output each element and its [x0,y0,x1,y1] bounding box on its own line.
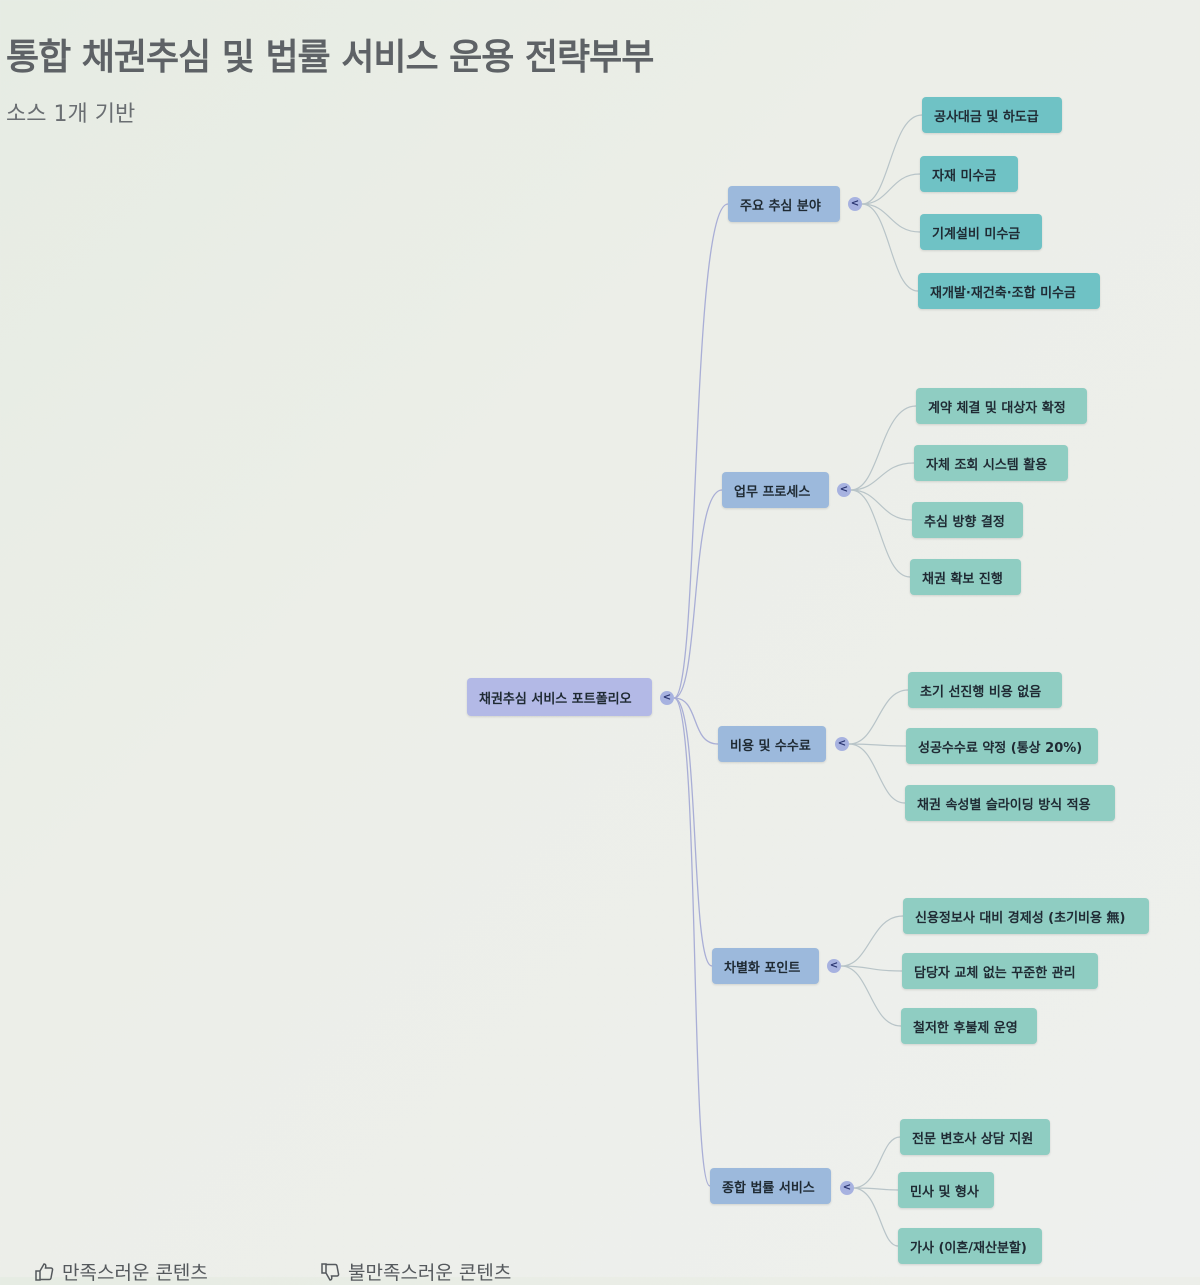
leaf-node[interactable]: 채권 확보 진행 [910,559,1021,595]
root-node[interactable]: 채권추심 서비스 포트폴리오 [467,678,652,716]
collapse-icon[interactable]: < [837,483,851,497]
leaf-label: 자체 조회 시스템 활용 [926,457,1048,473]
leaf-node[interactable]: 민사 및 형사 [898,1172,994,1208]
collapse-icon[interactable]: < [840,1181,854,1195]
branch-node-process[interactable]: 업무 프로세스 [722,472,829,508]
leaf-node[interactable]: 철저한 후불제 운영 [901,1008,1037,1044]
leaf-node[interactable]: 채권 속성별 슬라이딩 방식 적용 [905,785,1115,821]
leaf-label: 성공수수료 약정 (통상 20%) [918,740,1083,756]
leaf-label: 공사대금 및 하도급 [934,109,1039,125]
leaf-node[interactable]: 초기 선진행 비용 없음 [908,672,1062,708]
branch-label: 비용 및 수수료 [730,738,811,754]
leaf-label: 재개발·재건축·조합 미수금 [930,285,1076,301]
thumbs-down-icon [321,1262,340,1281]
leaf-node[interactable]: 재개발·재건축·조합 미수금 [918,273,1100,309]
collapse-icon[interactable]: < [848,197,862,211]
branch-node-collection-areas[interactable]: 주요 추심 분야 [728,186,840,222]
feedback-bar: 만족스러운 콘텐츠 불만족스러운 콘텐츠 [0,1248,1200,1284]
leaf-label: 추심 방향 결정 [924,514,1005,530]
leaf-label: 기계설비 미수금 [932,226,1021,242]
good-content-button[interactable]: 만족스러운 콘텐츠 [34,1258,208,1285]
good-content-label: 만족스러운 콘텐츠 [62,1262,208,1284]
leaf-node[interactable]: 성공수수료 약정 (통상 20%) [906,728,1098,764]
leaf-label: 가사 (이혼/재산분할) [910,1240,1027,1256]
branch-label: 종합 법률 서비스 [722,1180,815,1196]
leaf-node[interactable]: 공사대금 및 하도급 [922,97,1062,133]
leaf-label: 민사 및 형사 [910,1184,979,1200]
leaf-node[interactable]: 추심 방향 결정 [912,502,1023,538]
bad-content-label: 불만족스러운 콘텐츠 [348,1262,512,1284]
leaf-node[interactable]: 자재 미수금 [920,156,1018,192]
branch-node-differentiators[interactable]: 차별화 포인트 [712,948,819,984]
thumbs-up-icon [35,1262,54,1281]
leaf-node[interactable]: 전문 변호사 상담 지원 [900,1119,1050,1155]
root-node-label: 채권추심 서비스 포트폴리오 [479,691,632,707]
leaf-node[interactable]: 신용정보사 대비 경제성 (초기비용 無) [903,898,1149,934]
page-title: 통합 채권추심 및 법률 서비스 운용 전략부부 [6,37,654,78]
leaf-label: 전문 변호사 상담 지원 [912,1131,1034,1147]
branch-label: 업무 프로세스 [734,484,811,500]
branch-node-fees[interactable]: 비용 및 수수료 [718,726,826,762]
leaf-label: 자재 미수금 [932,168,997,184]
leaf-node[interactable]: 가사 (이혼/재산분할) [898,1228,1042,1264]
source-count: 소스 1개 기반 [6,102,136,127]
leaf-label: 철저한 후불제 운영 [913,1020,1018,1036]
bad-content-button[interactable]: 불만족스러운 콘텐츠 [320,1258,511,1285]
leaf-node[interactable]: 자체 조회 시스템 활용 [914,445,1068,481]
collapse-icon[interactable]: < [660,691,674,705]
branch-label: 차별화 포인트 [724,960,801,976]
branch-node-legal-services[interactable]: 종합 법률 서비스 [710,1168,831,1204]
leaf-node[interactable]: 기계설비 미수금 [920,214,1042,250]
leaf-label: 초기 선진행 비용 없음 [920,684,1042,700]
leaf-label: 신용정보사 대비 경제성 (초기비용 無) [915,910,1126,926]
leaf-label: 채권 속성별 슬라이딩 방식 적용 [917,797,1091,813]
leaf-label: 채권 확보 진행 [922,571,1003,587]
leaf-node[interactable]: 담당자 교체 없는 꾸준한 관리 [902,953,1098,989]
leaf-node[interactable]: 계약 체결 및 대상자 확정 [916,388,1087,424]
collapse-icon[interactable]: < [827,959,841,973]
leaf-label: 담당자 교체 없는 꾸준한 관리 [914,965,1076,981]
leaf-label: 계약 체결 및 대상자 확정 [928,400,1066,416]
collapse-icon[interactable]: < [835,737,849,751]
branch-label: 주요 추심 분야 [740,198,821,214]
